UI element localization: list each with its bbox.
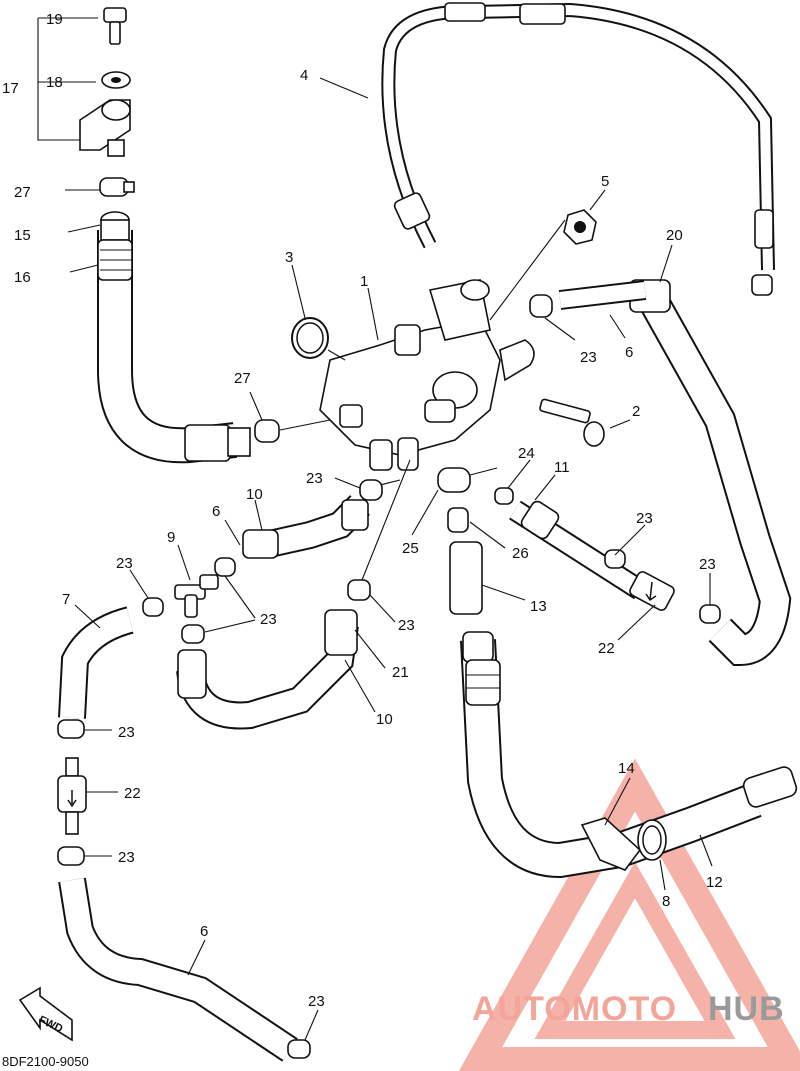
- callout-22-left: 22: [124, 785, 141, 802]
- callout-23: 23: [580, 349, 597, 366]
- callout-23-hose10: 23: [398, 617, 415, 634]
- callout-23-bottom: 23: [308, 993, 325, 1010]
- clamp-27-top: [65, 177, 135, 197]
- leader-nut: [489, 219, 566, 321]
- callout-19: 19: [46, 11, 63, 28]
- callout-23-right: 23: [636, 510, 653, 527]
- callout-27-lower: 27: [234, 370, 251, 387]
- callout-18: 18: [46, 74, 63, 91]
- bracket-assembly: [37, 7, 131, 157]
- callout-10-lower: 10: [376, 711, 393, 728]
- callout-5: 5: [601, 173, 609, 190]
- callout-2: 2: [632, 403, 640, 420]
- callout-13: 13: [530, 598, 547, 615]
- callout-25: 25: [402, 540, 419, 557]
- callout-6-mid: 6: [212, 503, 220, 520]
- callout-24: 24: [518, 445, 535, 462]
- callout-9: 9: [167, 529, 175, 546]
- hose-15-16: [67, 211, 251, 464]
- t-fitting-9: [174, 544, 219, 618]
- callout-20: 20: [666, 227, 683, 244]
- callout-4: 4: [300, 67, 308, 84]
- callout-23-far-right: 23: [699, 556, 716, 573]
- pipe-11: [494, 459, 646, 600]
- bolt-2: [539, 398, 631, 447]
- callout-23-t: 23: [260, 611, 277, 628]
- callout-22-right: 22: [598, 640, 615, 657]
- callout-8: 8: [662, 893, 670, 910]
- hose-12-14-8: [460, 631, 798, 891]
- cable-4: [319, 2, 775, 296]
- watermark-text: AUTOMOTO HUB: [472, 990, 785, 1028]
- callout-10: 10: [246, 486, 263, 503]
- clamp-23-mid: [334, 477, 383, 501]
- clamp-27-lower: [249, 391, 331, 443]
- pump-body: [319, 279, 535, 471]
- callout-23-mid: 23: [306, 470, 323, 487]
- leader-pump-down: [359, 459, 411, 586]
- watermark-part1: AUTOMOTO: [472, 990, 677, 1028]
- callout-1: 1: [360, 273, 368, 290]
- callout-21: 21: [392, 664, 409, 681]
- callout-23-col2: 23: [118, 849, 135, 866]
- hose-6-bottom: [58, 877, 319, 1062]
- watermark-part2: HUB: [708, 990, 785, 1028]
- clamp-23-top: [529, 294, 576, 341]
- filter-22-right: [604, 524, 721, 641]
- callout-6-bottom: 6: [200, 923, 208, 940]
- hose-20: [629, 244, 792, 667]
- callout-11: 11: [554, 459, 570, 476]
- hose-10-lower: [176, 579, 396, 730]
- callout-7: 7: [62, 591, 70, 608]
- callout-6: 6: [625, 344, 633, 361]
- o-ring-3: [291, 264, 346, 361]
- callout-27: 27: [14, 184, 31, 201]
- watermark-logo: [458, 758, 800, 1071]
- hose-6-top: [558, 280, 647, 339]
- callout-26: 26: [512, 545, 529, 562]
- callout-3: 3: [285, 249, 293, 266]
- fwd-arrow: FWD: [18, 986, 73, 1042]
- center-parts: [411, 467, 526, 615]
- drawing-code: 8DF2100-9050: [2, 1054, 89, 1069]
- clamp-23-t: [181, 557, 256, 644]
- clamp-23-left: [129, 569, 164, 617]
- callout-16: 16: [14, 269, 31, 286]
- hose-7: [58, 604, 134, 719]
- filter-column-left: [57, 719, 118, 866]
- callout-labels: 19 17 18 27 15 16 4 5 3 1 20 23 6 27 2 2…: [2, 11, 723, 1010]
- callout-17: 17: [2, 80, 19, 97]
- nut-5: [563, 189, 606, 245]
- callout-15: 15: [14, 227, 31, 244]
- callout-23-left: 23: [116, 555, 133, 572]
- callout-14: 14: [618, 760, 635, 777]
- callout-12: 12: [706, 874, 723, 891]
- hose-10-upper: [224, 495, 370, 559]
- callout-23-col1: 23: [118, 724, 135, 741]
